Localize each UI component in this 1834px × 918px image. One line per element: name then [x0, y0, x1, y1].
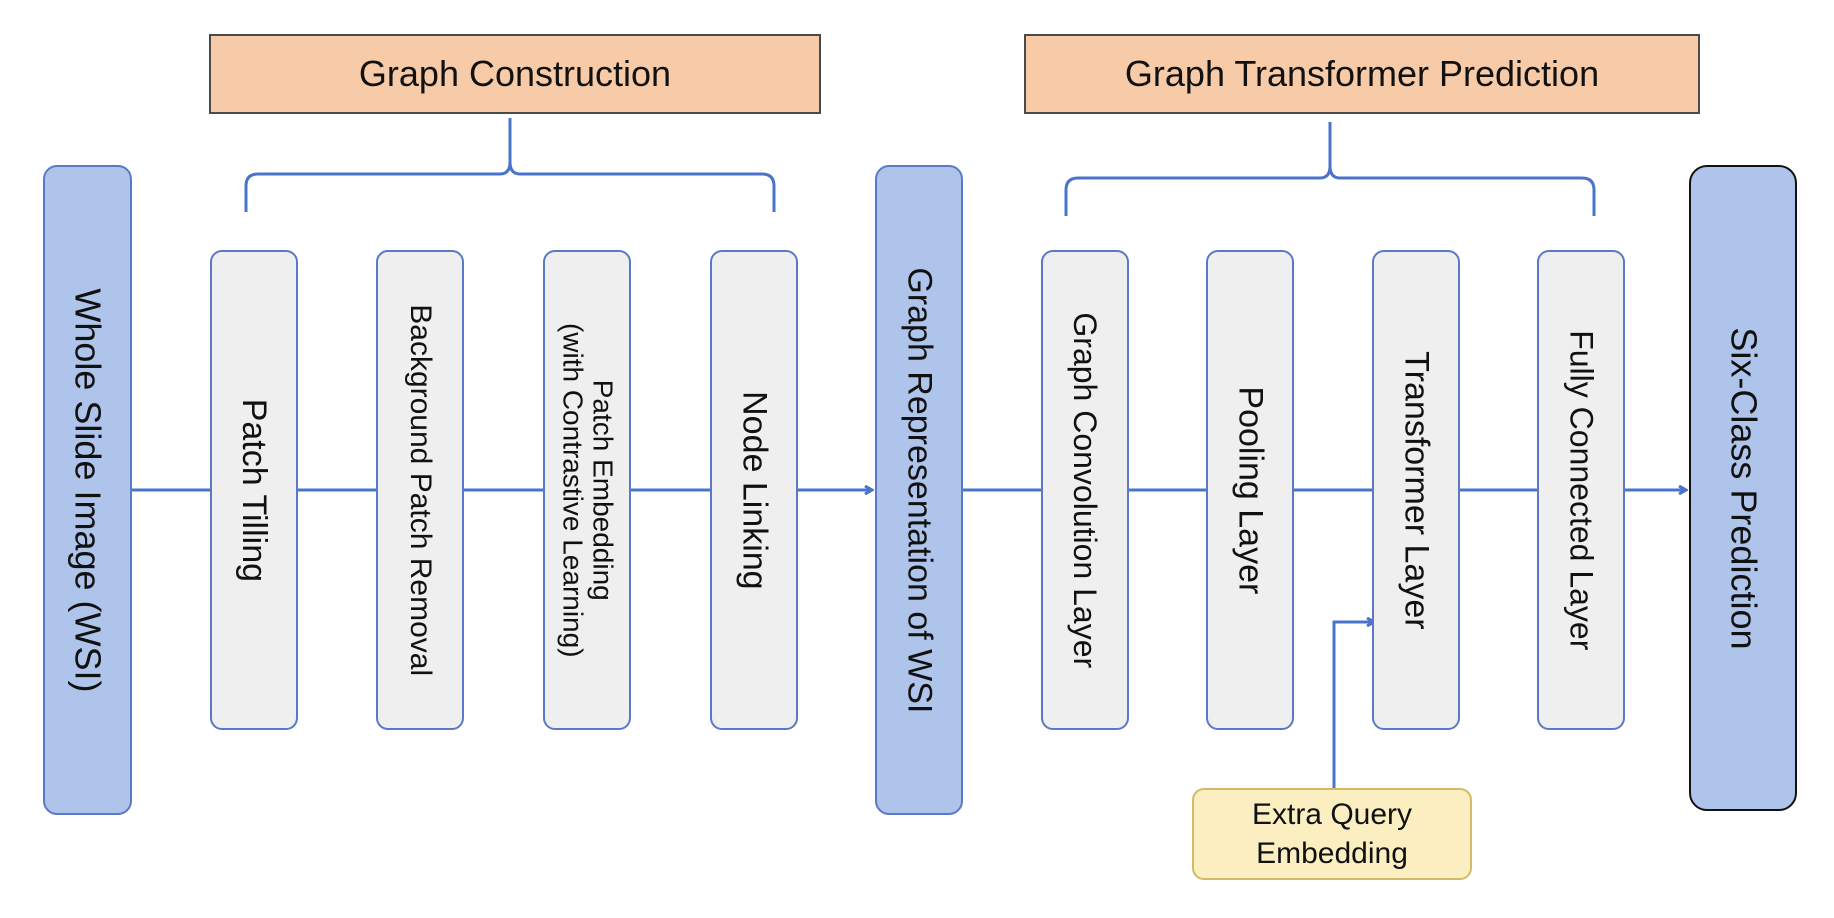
step-fully-connected-layer: Fully Connected Layer — [1537, 250, 1625, 730]
step-patch-tilling: Patch Tilling — [210, 250, 298, 730]
header-graph-construction-label: Graph Construction — [358, 53, 672, 94]
step-background-patch-removal-label: Background Patch Removal — [404, 304, 438, 676]
bracket-graph-transformer-prediction — [1064, 122, 1596, 216]
header-graph-construction: Graph Construction — [209, 34, 821, 114]
step-pooling-layer: Pooling Layer — [1206, 250, 1294, 730]
six-class-prediction-node: Six-Class Prediction — [1689, 165, 1797, 811]
step-node-linking: Node Linking — [710, 250, 798, 730]
arrow-extra-query-to-transformer — [1332, 622, 1374, 788]
step-background-patch-removal: Background Patch Removal — [376, 250, 464, 730]
step-transformer-label: Transformer Layer — [1397, 350, 1436, 630]
bracket-graph-construction — [244, 118, 776, 212]
step-transformer-layer: Transformer Layer — [1372, 250, 1460, 730]
step-graph-convolution-label: Graph Convolution Layer — [1067, 312, 1104, 668]
graph-representation-label: Graph Representation of WSI — [900, 266, 939, 714]
step-pooling-label: Pooling Layer — [1231, 386, 1270, 594]
step-patch-embedding-text: Patch Embedding (with Contrastive Learni… — [557, 322, 619, 658]
wsi-input-node: Whole Slide Image (WSI) — [43, 165, 132, 815]
header-graph-transformer-prediction: Graph Transformer Prediction — [1024, 34, 1700, 114]
step-patch-embedding-line2: (with Contrastive Learning) — [557, 322, 588, 658]
step-fully-connected-label: Fully Connected Layer — [1563, 329, 1600, 651]
step-patch-embedding-line1: Patch Embedding — [587, 379, 619, 601]
step-node-linking-label: Node Linking — [735, 390, 774, 590]
step-graph-convolution-layer: Graph Convolution Layer — [1041, 250, 1129, 730]
step-patch-embedding: Patch Embedding (with Contrastive Learni… — [543, 250, 631, 730]
wsi-input-label: Whole Slide Image (WSI) — [67, 287, 109, 693]
graph-representation-node: Graph Representation of WSI — [875, 165, 963, 815]
extra-query-line2: Embedding — [1256, 837, 1408, 870]
extra-query-embedding-box: Extra Query Embedding — [1192, 788, 1472, 880]
extra-query-line1: Extra Query — [1251, 798, 1413, 831]
six-class-prediction-label: Six-Class Prediction — [1723, 326, 1765, 650]
step-patch-tilling-label: Patch Tilling — [235, 398, 274, 582]
header-graph-transformer-prediction-label: Graph Transformer Prediction — [1124, 53, 1600, 94]
